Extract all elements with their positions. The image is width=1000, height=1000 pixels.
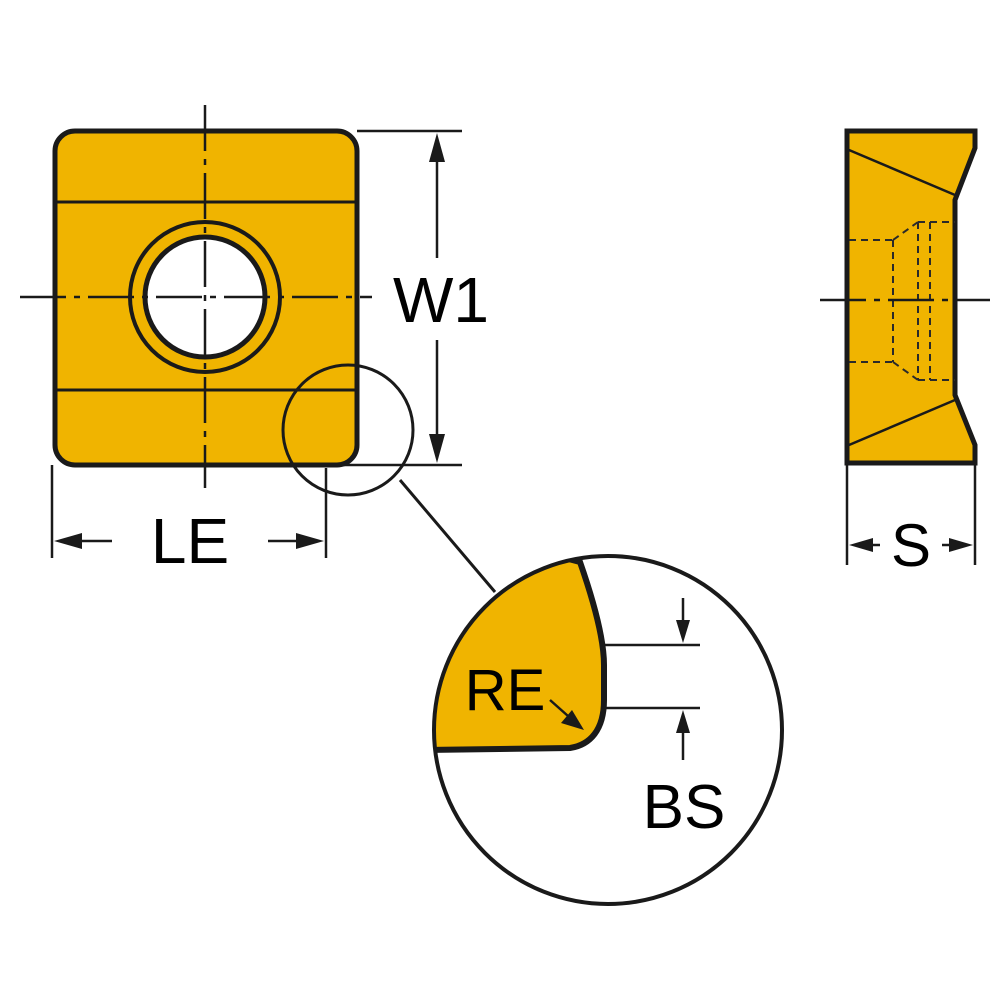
s-dimension: S xyxy=(845,463,977,579)
side-profile xyxy=(844,128,978,466)
radius-arrowhead xyxy=(561,710,584,730)
insert-side-view xyxy=(820,128,990,466)
detail-callout xyxy=(281,363,497,593)
detail-marker-circle xyxy=(281,363,415,497)
arrowhead-up xyxy=(429,133,445,162)
bs-label: BS xyxy=(643,773,726,842)
re-label: RE xyxy=(465,658,546,723)
arrowhead-left xyxy=(54,533,82,549)
arrowhead-up xyxy=(676,710,690,733)
insert-top-view xyxy=(20,105,372,488)
arrowhead-right xyxy=(296,533,324,549)
arrowhead-down xyxy=(429,434,445,463)
detail-circle-outline xyxy=(432,554,784,906)
arrowhead-right xyxy=(949,538,973,552)
arrowhead-left xyxy=(849,538,873,552)
s-label: S xyxy=(891,512,931,579)
leader-line xyxy=(398,479,497,593)
le-label: LE xyxy=(151,505,229,577)
le-dimension: LE xyxy=(50,465,328,577)
w1-label: W1 xyxy=(393,264,489,336)
w1-dimension: W1 xyxy=(335,129,489,467)
arrowhead-down xyxy=(676,620,690,643)
detail-view: BS RE xyxy=(432,554,784,906)
